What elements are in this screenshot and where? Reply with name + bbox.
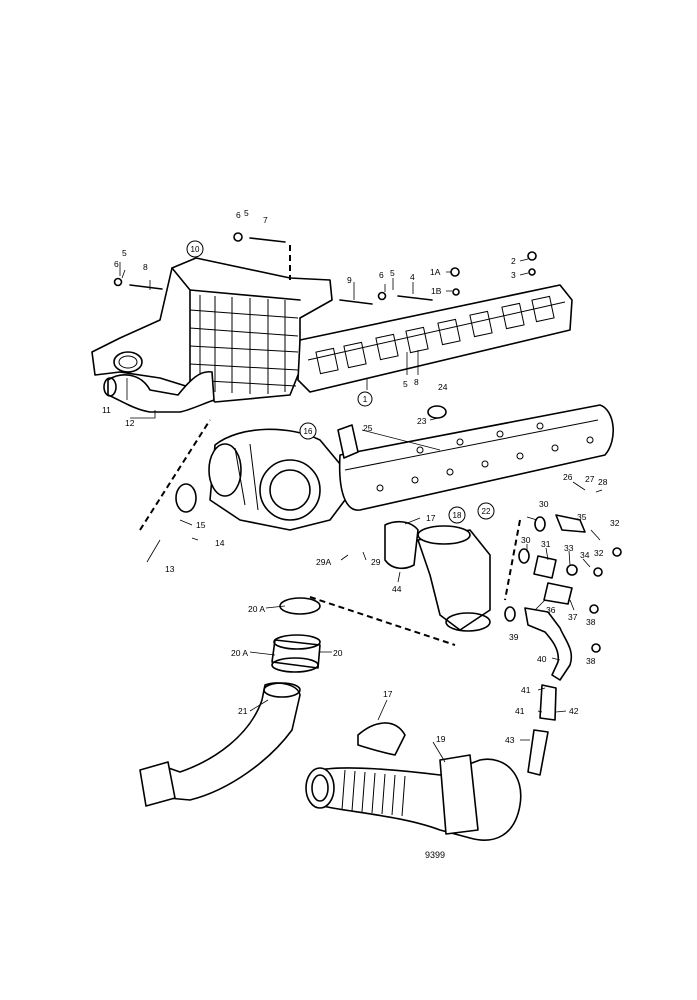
label-31: 31: [541, 539, 551, 549]
label-42: 42: [569, 706, 579, 716]
label-5: 5: [403, 379, 408, 389]
label-1b: 1B: [431, 286, 442, 296]
label-1: 1: [363, 395, 368, 404]
assembly-guide-lines: [139, 245, 521, 646]
label-ring-18: [448, 506, 466, 524]
label-19: 19: [436, 734, 446, 744]
label-16: 16: [304, 427, 313, 436]
label-30: 30: [521, 535, 531, 545]
label-21: 21: [238, 706, 248, 716]
label-3: 3: [511, 270, 516, 280]
label-5: 5: [122, 248, 127, 258]
intake-manifold-block: [91, 257, 333, 413]
bolts-nuts-hardware: [113, 232, 537, 305]
label-4: 4: [410, 272, 415, 282]
exhaust-manifold-flange: [297, 284, 573, 393]
label-ring-16: [299, 422, 317, 440]
label-11: 11: [102, 405, 111, 415]
label-39: 39: [509, 632, 519, 642]
downpipe-and-clamps: [139, 597, 321, 807]
label-34: 34: [580, 550, 590, 560]
label-25: 25: [363, 423, 373, 433]
label-41: 41: [515, 706, 525, 716]
label-10: 10: [191, 245, 200, 254]
drawing-code: 9399: [425, 850, 445, 860]
turbocharger: [175, 428, 346, 531]
label-40: 40: [537, 654, 547, 664]
circled-labels: [186, 240, 495, 524]
label-6: 6: [379, 270, 384, 280]
label-2: 2: [511, 256, 516, 266]
exhaust-manifold-cast: [337, 404, 615, 511]
label-1a: 1A: [430, 267, 441, 277]
part-labels: 6 5 7 10 5 6 8 9 6 5 4 1A 1B 2 3 11 12 1…: [102, 208, 620, 745]
label-17: 17: [426, 513, 436, 523]
label-20: 20: [333, 648, 343, 658]
label-32: 32: [594, 548, 604, 558]
label-38: 38: [586, 617, 596, 627]
label-33: 33: [564, 543, 574, 553]
label-5: 5: [390, 268, 395, 278]
label-44: 44: [392, 584, 402, 594]
label-ring-10: [186, 240, 204, 258]
label-8: 8: [414, 377, 419, 387]
label-8: 8: [143, 262, 148, 272]
label-30: 30: [539, 499, 549, 509]
small-parts-right: [504, 514, 622, 776]
leader-lines: [119, 258, 603, 763]
label-14: 14: [215, 538, 225, 548]
label-13: 13: [165, 564, 175, 574]
label-38: 38: [586, 656, 596, 666]
label-26: 26: [563, 472, 573, 482]
outlet-elbow: [384, 520, 491, 632]
label-35: 35: [577, 512, 587, 522]
label-12: 12: [125, 418, 135, 428]
label-22: 22: [482, 507, 491, 516]
label-29a: 29A: [316, 557, 331, 567]
label-27: 27: [585, 474, 595, 484]
label-5: 5: [244, 208, 249, 218]
label-9: 9: [347, 275, 352, 285]
label-6: 6: [114, 259, 119, 269]
label-41: 41: [521, 685, 531, 695]
label-37: 37: [568, 612, 578, 622]
label-43: 43: [505, 735, 515, 745]
label-20a: 20 A: [248, 604, 265, 614]
label-6: 6: [236, 210, 241, 220]
label-17: 17: [383, 689, 393, 699]
label-7: 7: [263, 215, 268, 225]
flex-pipe-assembly: [305, 722, 522, 841]
label-24: 24: [438, 382, 448, 392]
label-29: 29: [371, 557, 381, 567]
label-15: 15: [196, 520, 206, 530]
label-20a: 20 A: [231, 648, 248, 658]
label-28: 28: [598, 477, 608, 487]
label-ring-22: [477, 502, 495, 520]
label-18: 18: [453, 511, 462, 520]
label-ring-1: [357, 391, 373, 407]
label-23: 23: [417, 416, 427, 426]
label-32: 32: [610, 518, 620, 528]
label-36: 36: [546, 605, 556, 615]
